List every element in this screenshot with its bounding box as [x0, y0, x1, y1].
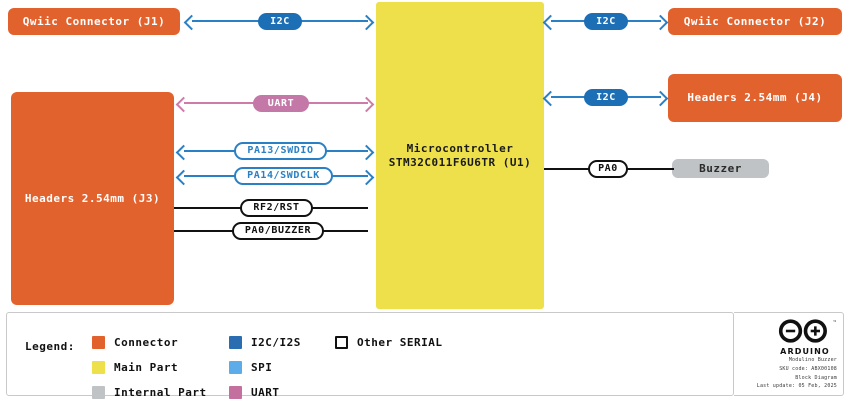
signal-label-i2c-j2: I2C	[584, 13, 628, 30]
legend-item: I2C/I2S	[229, 331, 301, 353]
legend-label-i2c-i2s: I2C/I2S	[251, 335, 301, 349]
document-info-lines: Modulino Buzzer SKU code: ABX00108 Block…	[757, 356, 837, 391]
signal-label-uart: UART	[253, 95, 309, 112]
legend-swatch-spi	[229, 360, 242, 374]
block-qwiic-connector-j2: Qwiic Connector (J2)	[668, 8, 842, 35]
legend-swatch-uart	[229, 385, 242, 399]
arduino-logo: ™ ARDUINO	[774, 318, 838, 356]
block-qwiic-connector-j1: Qwiic Connector (J1)	[8, 8, 180, 35]
arrow-swdclk-left	[175, 169, 192, 186]
info-doc-type: Block Diagram	[795, 374, 837, 381]
arrow-i2c-j1-left	[183, 14, 200, 31]
block-headers-j4: Headers 2.54mm (J4)	[668, 74, 842, 122]
legend-column-parts: Connector Main Part Internal Part	[92, 331, 207, 406]
svg-text:™: ™	[832, 319, 836, 326]
legend-label-internal-part: Internal Part	[114, 385, 207, 399]
microcontroller-title: Microcontroller	[406, 141, 514, 155]
legend-item: Connector	[92, 331, 207, 353]
legend-column-buses: I2C/I2S SPI UART	[229, 331, 301, 406]
arduino-infinity-icon: ™	[778, 319, 838, 343]
legend-label-uart: UART	[251, 385, 280, 399]
legend-item: Main Part	[92, 356, 207, 378]
legend-label-main-part: Main Part	[114, 360, 179, 374]
arrow-i2c-j2-left	[542, 14, 559, 31]
legend-swatch-i2c-i2s	[229, 335, 242, 349]
legend-swatch-other-serial	[335, 335, 348, 349]
legend-panel: Legend: Connector Main Part Internal Par…	[6, 312, 734, 399]
legend-item: Internal Part	[92, 381, 207, 403]
legend-column-other: Other SERIAL	[335, 331, 442, 356]
legend-swatch-internal-part	[92, 385, 105, 399]
signal-label-rst: RF2/RST	[240, 199, 313, 217]
arduino-wordmark: ARDUINO	[780, 347, 830, 356]
arrow-swdio-left	[175, 144, 192, 161]
arrow-i2c-j1-right	[358, 14, 375, 31]
legend-label-connector: Connector	[114, 335, 179, 349]
info-sku: SKU code: ABX00108	[779, 365, 837, 372]
signal-label-swdclk: PA14/SWDCLK	[234, 167, 333, 185]
arrow-i2c-j4-right	[652, 90, 669, 107]
legend-item: UART	[229, 381, 301, 403]
block-headers-j3: Headers 2.54mm (J3)	[11, 92, 174, 305]
signal-label-i2c-j4: I2C	[584, 89, 628, 106]
arrow-uart-right	[358, 96, 375, 113]
info-last-update: Last update: 05 Feb, 2025	[756, 383, 837, 390]
microcontroller-part-number: STM32C011F6U6TR (U1)	[388, 155, 532, 169]
block-microcontroller: Microcontroller STM32C011F6U6TR (U1)	[376, 2, 544, 309]
arrow-i2c-j2-right	[652, 14, 669, 31]
arrow-swdclk-right	[358, 169, 375, 186]
legend-swatch-connector	[92, 335, 105, 349]
legend-swatch-main-part	[92, 360, 105, 374]
signal-label-swdio: PA13/SWDIO	[234, 142, 327, 160]
legend-item: SPI	[229, 356, 301, 378]
block-buzzer: Buzzer	[672, 159, 769, 178]
document-info-panel: ™ ARDUINO Modulino Buzzer SKU code: ABX0…	[734, 312, 844, 396]
signal-label-pa0-buzzer: PA0/BUZZER	[232, 222, 324, 240]
signal-label-pa0: PA0	[588, 160, 628, 178]
legend-label-other-serial: Other SERIAL	[357, 335, 443, 349]
legend-title: Legend:	[25, 340, 75, 353]
arrow-swdio-right	[358, 144, 375, 161]
arrow-uart-left	[175, 96, 192, 113]
signal-label-i2c-j1: I2C	[258, 13, 302, 30]
info-product-name: Modulino Buzzer	[788, 357, 837, 363]
legend-item: Other SERIAL	[335, 331, 442, 353]
legend-label-spi: SPI	[251, 360, 273, 374]
arrow-i2c-j4-left	[542, 90, 559, 107]
